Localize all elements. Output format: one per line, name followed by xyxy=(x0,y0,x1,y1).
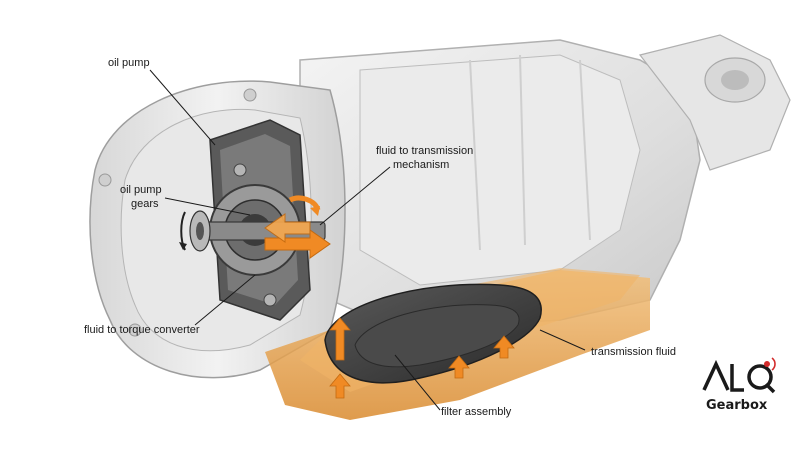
filter-assembly xyxy=(324,283,542,384)
label-fluid-to-mechanism-line1: fluid to transmission xyxy=(376,145,473,157)
label-transmission-fluid: transmission fluid xyxy=(591,346,676,358)
input-shaft xyxy=(179,210,326,252)
label-oil-pump-gears-line2: gears xyxy=(131,198,159,210)
label-fluid-to-torque-converter: fluid to torque converter xyxy=(84,324,200,336)
brand-name: Gearbox xyxy=(706,398,768,413)
oil-pump xyxy=(209,119,311,321)
sump-flow-arrows xyxy=(329,317,515,399)
transmission-case xyxy=(299,34,791,331)
pump-flow-arrows xyxy=(264,195,331,259)
label-fluid-to-mechanism-line2: mechanism xyxy=(393,159,449,171)
label-oil-pump: oil pump xyxy=(108,57,150,69)
label-filter-assembly: filter assembly xyxy=(441,406,512,418)
leader-lines xyxy=(149,69,586,411)
label-oil-pump-gears-line1: oil pump xyxy=(120,184,162,196)
brand-logo: Gearbox xyxy=(702,357,776,413)
